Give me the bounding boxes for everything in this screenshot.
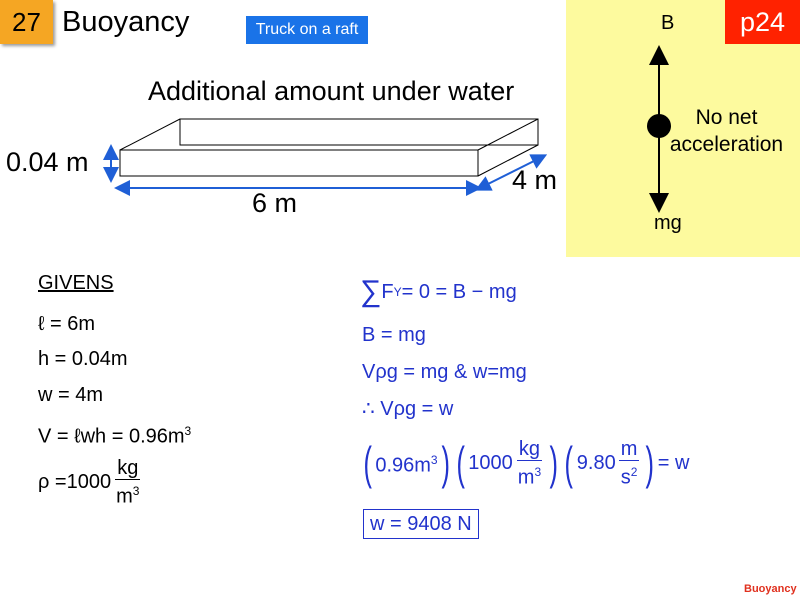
additional-amount-label: Additional amount under water (148, 76, 515, 106)
gravity-value-prefix: 9.80 (576, 452, 616, 474)
truck-on-raft-button[interactable]: Truck on a raft (246, 16, 368, 44)
slab-outline (119, 118, 539, 177)
sum-rest: = 0 = B − mg (401, 281, 517, 303)
slide-number-badge: 27 (0, 0, 53, 44)
given-length: ℓ = 6m (38, 313, 96, 335)
given-volume: V = ℓwh = 0.96m3 (38, 419, 191, 449)
footer-label: Buoyancy (744, 583, 797, 595)
density-denominator: m3 (116, 484, 140, 508)
result-box: w = 9408 N (363, 509, 479, 539)
volume-exponent: 3 (184, 424, 192, 438)
gravity-value-fraction: m s2 (618, 437, 640, 489)
density-numerator: kg (115, 457, 141, 480)
density-value-fraction: kg m3 (516, 437, 542, 489)
density-value-prefix: 1000 (468, 452, 513, 474)
weight-force-label: mg (654, 212, 682, 234)
density-fraction: kg m3 (114, 457, 141, 508)
density-prefix: ρ =1000 (38, 471, 112, 494)
substitution-equation: ( 0.96m3 )( 1000 kg m3 )( 9.80 m s2 ) = … (363, 437, 690, 489)
caption-line-1: No net (695, 106, 758, 129)
width-dimension-arrow (474, 154, 548, 191)
length-label: 6 m (252, 188, 298, 218)
caption-line-2: acceleration (669, 133, 784, 156)
equation-b-equals-mg: B = mg (362, 324, 426, 346)
volume-expression: V = ℓwh = 0.96m (38, 425, 185, 448)
free-body-diagram (647, 45, 671, 213)
sigma-symbol: ∑ (360, 275, 382, 308)
slide-title: Buoyancy (62, 6, 190, 38)
width-label: 4 m (512, 165, 558, 195)
equation-therefore: ∴ Vρg = w (362, 398, 454, 420)
given-width: w = 4m (38, 384, 104, 406)
height-label: 0.04 m (6, 147, 89, 177)
no-net-acceleration-caption: No net acceleration (664, 104, 789, 158)
volume-value: 0.96m3 (375, 453, 438, 477)
object-dot (647, 114, 671, 138)
buoyant-force-label: B (661, 12, 675, 34)
given-height: h = 0.04m (38, 348, 128, 370)
given-density: ρ =1000 kg m3 (38, 457, 144, 508)
givens-heading: GIVENS (38, 272, 114, 294)
equation-vpg: Vρg = mg & w=mg (362, 361, 527, 383)
page-number-tag: p24 (725, 0, 800, 44)
force-symbol: F (381, 281, 394, 303)
raft-slab-diagram (103, 118, 548, 196)
equals-w: = w (657, 452, 690, 474)
force-subscript: Y (393, 285, 402, 299)
